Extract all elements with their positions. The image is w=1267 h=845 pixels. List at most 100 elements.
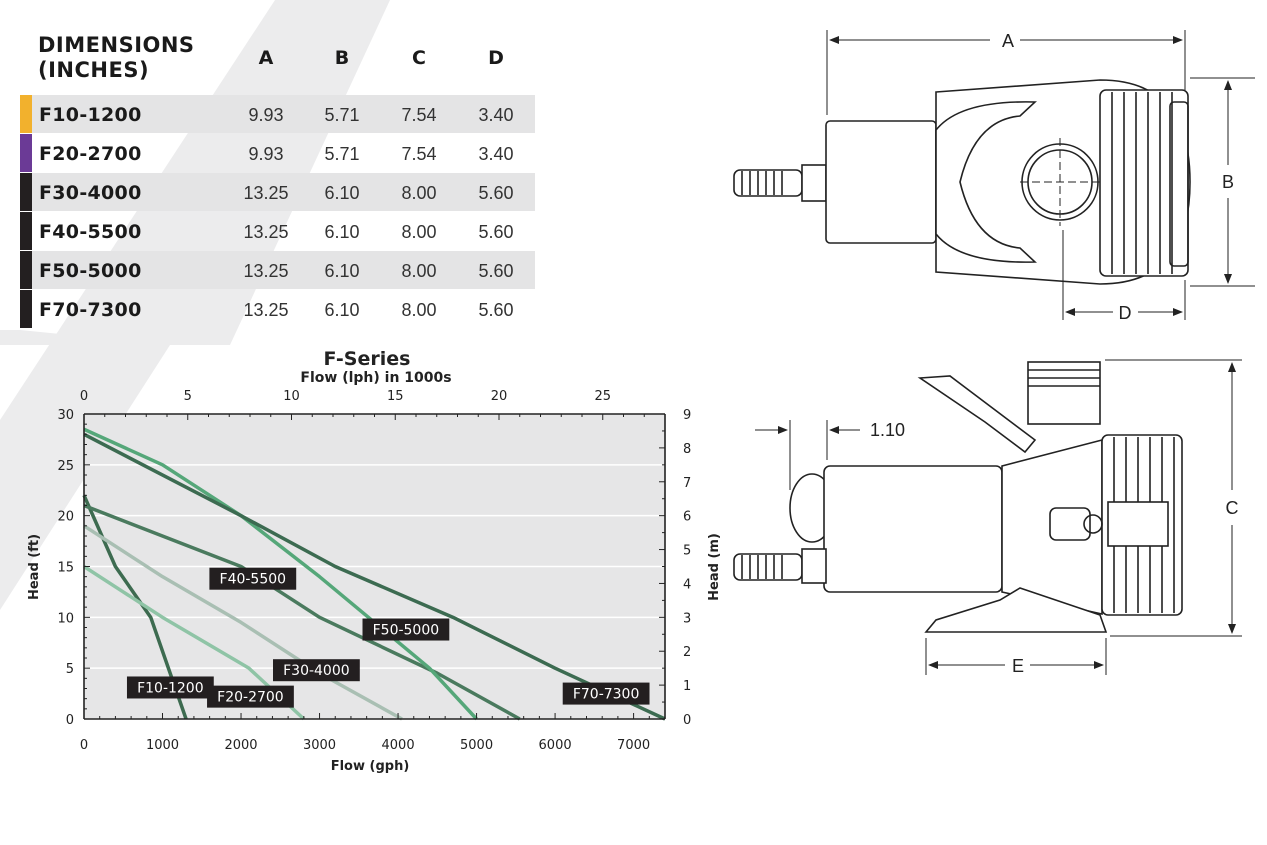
- table-row: F50-5000 13.25 6.10 8.00 5.60: [20, 251, 535, 289]
- x-tick-label: 6000: [539, 738, 572, 753]
- y2-tick-label: 0: [683, 713, 691, 728]
- dim-a-value: 9.93: [248, 105, 284, 125]
- dimension-d: [1062, 230, 1186, 320]
- series-label: F40-5500: [209, 567, 297, 590]
- series-label-box: [362, 618, 450, 641]
- dim-c-value: 7.54: [401, 144, 437, 164]
- handle: [935, 101, 1037, 263]
- dimension-c: [1105, 359, 1242, 637]
- series-line-f50-5000: [83, 427, 478, 721]
- series-label: F50-5000: [362, 618, 450, 641]
- y2-axis-label: Head (m): [707, 533, 720, 601]
- model-color-swatch: [20, 212, 32, 250]
- dim-a-value: 13.25: [243, 261, 289, 281]
- table-title-line2: (INCHES): [38, 58, 150, 82]
- dim-e-label: E: [1012, 656, 1024, 676]
- y-axis-label: Head (ft): [27, 534, 42, 600]
- dim-a-value: 13.25: [243, 183, 289, 203]
- y2-tick-label: 2: [683, 645, 691, 660]
- col-head-b: B: [334, 47, 350, 69]
- series-label-box: [562, 682, 650, 705]
- model-name: F40-5500: [39, 221, 142, 243]
- dimension-offset: [755, 420, 860, 490]
- series-line-f20-2700: [83, 565, 306, 721]
- dim-d-value: 3.40: [478, 144, 514, 164]
- top-tick-label: 15: [387, 389, 404, 404]
- model-color-swatch: [20, 251, 32, 289]
- model-color-swatch: [20, 290, 32, 328]
- y-tick-label: 20: [57, 510, 74, 525]
- dim-c-value: 8.00: [401, 261, 437, 281]
- y-tick-label: 0: [66, 713, 74, 728]
- model-color-swatch: [20, 134, 32, 172]
- x-tick-label: 2000: [224, 738, 257, 753]
- series-label-text: F50-5000: [373, 623, 440, 639]
- series-label-text: F30-4000: [283, 663, 350, 679]
- grid: [84, 464, 665, 669]
- model-name: F70-7300: [39, 299, 142, 321]
- dim-b-value: 5.71: [324, 144, 360, 164]
- top-tick-label: 0: [80, 389, 88, 404]
- table-row: F30-4000 13.25 6.10 8.00 5.60: [20, 173, 535, 211]
- table-title: DIMENSIONS (INCHES): [38, 33, 228, 83]
- x-tick-label: 3000: [303, 738, 336, 753]
- model-name: F30-4000: [39, 182, 142, 204]
- dimension-e: [925, 638, 1107, 675]
- col-head-d: D: [488, 47, 504, 69]
- pump-base: [924, 587, 1108, 633]
- series-label-box: [126, 676, 214, 699]
- dim-b-label: B: [1222, 172, 1234, 192]
- dim-a-value: 13.25: [243, 222, 289, 242]
- y-tick-label: 10: [57, 611, 74, 626]
- top-tick-label: 20: [491, 389, 508, 404]
- dim-c-value: 8.00: [401, 183, 437, 203]
- series-label: F20-2700: [207, 685, 294, 708]
- series-line-f10-1200: [82, 494, 188, 720]
- dim-d-value: 5.60: [478, 300, 514, 320]
- dim-d-label: D: [1119, 303, 1132, 323]
- model-color-swatch: [20, 173, 32, 211]
- table-title-line1: DIMENSIONS: [38, 33, 195, 57]
- outlet-port: [1027, 361, 1101, 425]
- dim-b-value: 6.10: [324, 300, 360, 320]
- dim-a-value: 9.93: [248, 144, 284, 164]
- dim-c-value: 7.54: [401, 105, 437, 125]
- table-row: F70-7300 13.25 6.10 8.00 5.60: [20, 290, 535, 328]
- series-label-box: [273, 659, 360, 682]
- motor-body: [823, 465, 1003, 593]
- dim-b-value: 5.71: [324, 105, 360, 125]
- handle: [917, 375, 1037, 454]
- dim-c-label: C: [1226, 498, 1239, 518]
- dim-b-value: 6.10: [324, 261, 360, 281]
- dim-b-value: 6.10: [324, 222, 360, 242]
- table-row: F40-5500 13.25 6.10 8.00 5.60: [20, 212, 535, 250]
- pump-side-view: [733, 361, 1183, 633]
- dimension-b: [1190, 77, 1255, 287]
- model-name: F20-2700: [39, 143, 142, 165]
- x-tick-label: 7000: [617, 738, 650, 753]
- y-tick-label: 25: [57, 459, 74, 474]
- y2-tick-label: 1: [683, 679, 691, 694]
- y2-tick-label: 4: [683, 577, 691, 592]
- model-name: F50-5000: [39, 260, 142, 282]
- top-tick-label: 25: [594, 389, 611, 404]
- y-tick-label: 30: [57, 408, 74, 423]
- series-group: [82, 427, 666, 721]
- power-cord: [733, 548, 827, 584]
- dim-c-value: 8.00: [401, 222, 437, 242]
- y2-tick-label: 7: [683, 476, 691, 491]
- series-label-text: F40-5500: [220, 572, 287, 588]
- y-tick-label: 15: [57, 561, 74, 576]
- x-tick-label: 0: [80, 738, 88, 753]
- top-axis-label: Flow (lph) in 1000s: [300, 370, 451, 386]
- dim-a-value: 13.25: [243, 300, 289, 320]
- x-axis-label: Flow (gph): [331, 759, 410, 774]
- series-label: F30-4000: [273, 659, 360, 682]
- dim-d-value: 5.60: [478, 261, 514, 281]
- series-label-box: [209, 567, 297, 590]
- x-tick-label: 4000: [382, 738, 415, 753]
- dimension-a: [826, 30, 1186, 115]
- model-name: F10-1200: [39, 104, 142, 126]
- series-label-box: [207, 685, 294, 708]
